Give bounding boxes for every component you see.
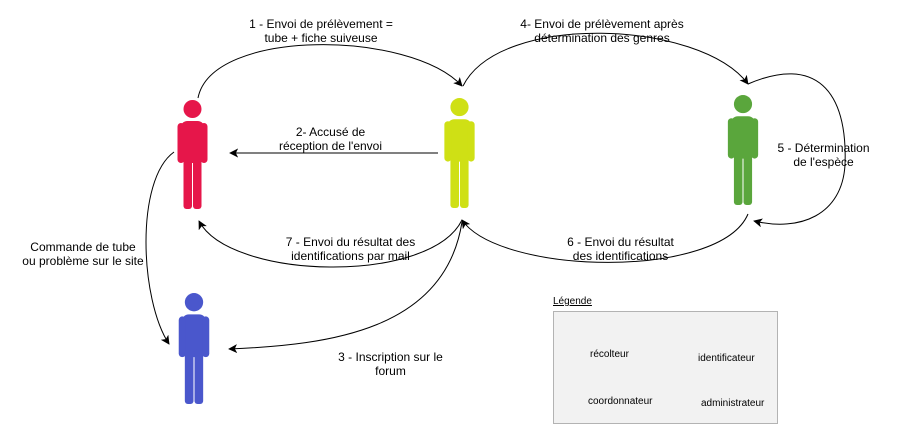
arrow-step5	[747, 73, 846, 228]
arrow-step1	[197, 44, 463, 99]
arrows	[145, 32, 846, 354]
label-step3: 3 - Inscription sur le forum	[338, 350, 443, 378]
label-step6: 6 - Envoi du résultat des identification…	[567, 235, 674, 263]
arrow-commande	[145, 151, 175, 345]
administrateur-person-icon	[178, 293, 210, 404]
legend-label-identificateur: identificateur	[698, 353, 755, 364]
label-step7: 7 - Envoi du résultat des identification…	[285, 235, 416, 263]
arrow-step6	[461, 213, 749, 263]
legend-title: Légende	[553, 296, 592, 307]
label-step2: 2- Accusé de réception de l'envoi	[278, 125, 383, 153]
label-step5: 5 - Détermination de l'espèce	[777, 141, 870, 169]
legend-label-coordonnateur: coordonnateur	[588, 396, 653, 407]
legend-box	[553, 311, 778, 424]
legend-label-recolteur: récolteur	[590, 349, 629, 360]
legend-label-administrateur: administrateur	[701, 398, 765, 409]
recolteur-person-icon	[177, 100, 208, 209]
label-step4: 4- Envoi de prélèvement après déterminat…	[520, 17, 684, 45]
coordonnateur-person-icon	[444, 98, 475, 208]
arrow-step4	[462, 32, 749, 87]
identificateur-person-icon	[727, 95, 759, 205]
label-step1: 1 - Envoi de prélèvement = tube + fiche …	[249, 17, 393, 45]
arrow-step7	[198, 219, 463, 268]
arrow-step3	[228, 221, 463, 354]
label-commande: Commande de tube ou problème sur le site	[22, 240, 144, 268]
